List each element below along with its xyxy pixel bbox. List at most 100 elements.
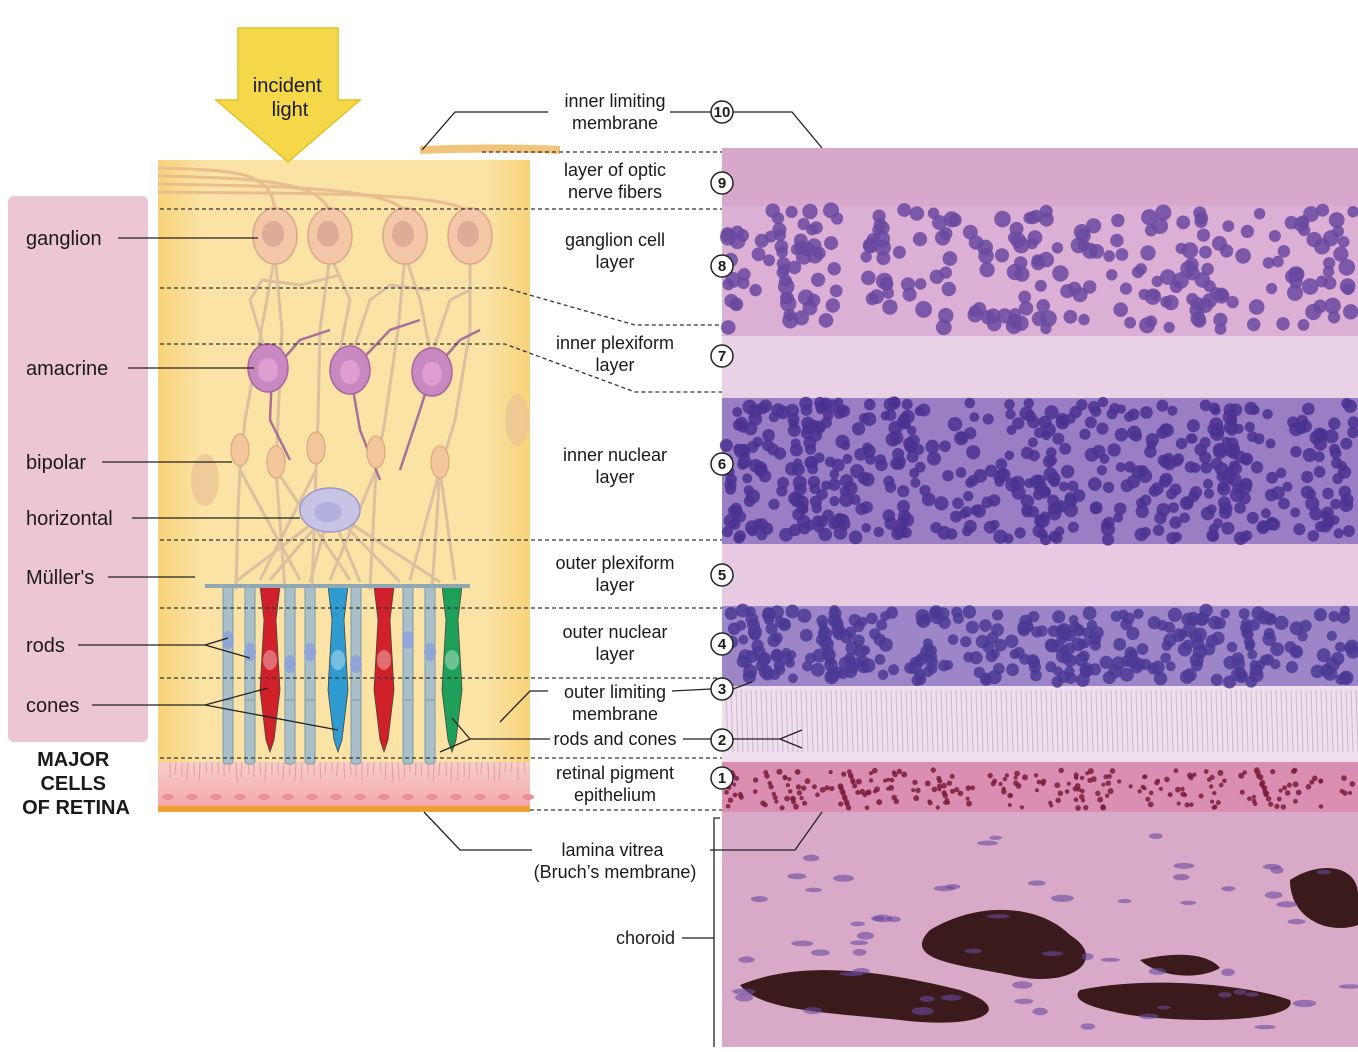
bruchs-line bbox=[158, 806, 530, 812]
inner-nuclear-dot bbox=[828, 519, 838, 529]
layer-number-8: 8 bbox=[718, 258, 726, 275]
rpe-granule bbox=[913, 795, 919, 801]
outer-nuclear-dot bbox=[917, 652, 927, 662]
outer-nuclear-dot bbox=[1300, 620, 1312, 632]
choroid-nucleus bbox=[851, 921, 865, 926]
choroid-nucleus bbox=[833, 875, 854, 882]
layer-name-8: ganglion cell bbox=[565, 230, 665, 250]
inner-nuclear-dot bbox=[1169, 484, 1181, 496]
choroid-nucleus bbox=[1271, 866, 1284, 874]
outer-nuclear-dot bbox=[1089, 663, 1101, 675]
bipolar-cell bbox=[231, 434, 249, 466]
outer-nuclear-dot bbox=[1220, 609, 1230, 619]
rpe-granule bbox=[1268, 802, 1273, 807]
inner-nuclear-dot bbox=[1250, 405, 1260, 415]
inner-nuclear-dot bbox=[1213, 445, 1227, 459]
inner-nuclear-dot bbox=[1276, 468, 1286, 478]
layer-number-3: 3 bbox=[718, 681, 726, 698]
ganglion-nucleus-dot bbox=[1074, 224, 1090, 240]
ganglion-nucleus-dot bbox=[1201, 263, 1214, 276]
layer-number-4: 4 bbox=[718, 636, 727, 653]
inner-nuclear-dot bbox=[1251, 461, 1263, 473]
ganglion-nucleus-dot bbox=[1289, 266, 1305, 282]
inner-nuclear-dot bbox=[1061, 465, 1074, 478]
ganglion-nucleus-dot bbox=[1307, 232, 1322, 247]
rpe-granule bbox=[793, 804, 799, 810]
rpe-granule bbox=[805, 778, 811, 784]
rpe-granule bbox=[915, 788, 920, 793]
ganglion-nucleus-dot bbox=[807, 238, 822, 253]
rpe-granule bbox=[753, 789, 758, 794]
inner-nuclear-dot bbox=[1015, 527, 1026, 538]
inner-nuclear-dot bbox=[910, 478, 920, 488]
rpe-granule bbox=[1148, 802, 1154, 808]
rpe-granule bbox=[859, 789, 865, 795]
inner-nuclear-dot bbox=[1201, 507, 1215, 521]
outer-nuclear-dot bbox=[1137, 643, 1149, 655]
choroid-nucleus bbox=[803, 855, 819, 862]
rpe-granule bbox=[1175, 787, 1181, 793]
outer-nuclear-dot bbox=[1045, 639, 1058, 652]
inner-nuclear-dot bbox=[792, 463, 805, 476]
rpe-granule bbox=[1159, 787, 1163, 791]
outer-nuclear-dot bbox=[778, 618, 791, 631]
rpe-granule bbox=[1210, 800, 1214, 804]
outer-nuclear-dot bbox=[1314, 608, 1327, 621]
inner-nuclear-dot bbox=[1211, 458, 1223, 470]
inner-nuclear-dot bbox=[724, 514, 738, 528]
rpe-granule bbox=[786, 783, 790, 787]
choroid-nucleus bbox=[1288, 919, 1306, 924]
inner-nuclear-dot bbox=[886, 432, 900, 446]
cell-label-rods: rods bbox=[26, 635, 65, 657]
inner-nuclear-dot bbox=[1102, 534, 1114, 546]
layer-name-2: rods and cones bbox=[553, 729, 676, 749]
inner-nuclear-dot bbox=[1021, 504, 1032, 515]
rpe-villus bbox=[344, 762, 345, 778]
inner-nuclear-dot bbox=[907, 451, 919, 463]
ganglion-nucleus-dot bbox=[807, 294, 820, 307]
inner-nuclear-dot bbox=[1070, 406, 1082, 418]
outer-nuclear-dot bbox=[1120, 668, 1134, 682]
inner-nuclear-dot bbox=[875, 454, 886, 465]
ganglion-nucleus-dot bbox=[867, 233, 880, 246]
inner-nuclear-dot bbox=[1127, 475, 1140, 488]
inner-nuclear-dot bbox=[1232, 482, 1244, 494]
rpe-cell bbox=[354, 794, 366, 800]
layer-number-6: 6 bbox=[718, 456, 726, 473]
choroid-nucleus bbox=[1173, 874, 1189, 880]
inner-nuclear-dot bbox=[934, 496, 948, 510]
inner-nuclear-dot bbox=[1038, 486, 1051, 499]
rpe-granule bbox=[1341, 775, 1347, 781]
inner-nuclear-dot bbox=[1147, 440, 1157, 450]
rpe-granule bbox=[1247, 796, 1252, 801]
ganglion-nucleus-dot bbox=[782, 313, 798, 329]
choroid-nucleus bbox=[738, 956, 754, 962]
layer-name-4: outer nuclear bbox=[562, 622, 667, 642]
rpe-granule bbox=[1255, 770, 1261, 776]
ganglion-nucleus-dot bbox=[1343, 304, 1358, 319]
outer-nuclear-dot bbox=[1023, 622, 1033, 632]
ganglion-nucleus-dot bbox=[1060, 284, 1074, 298]
rpe-granule bbox=[1199, 794, 1204, 799]
inner-nuclear-dot bbox=[1227, 447, 1239, 459]
choroid-nucleus bbox=[791, 941, 813, 947]
inner-nuclear-dot bbox=[805, 444, 816, 455]
inner-nuclear-dot bbox=[885, 409, 897, 421]
inner-nuclear-dot bbox=[852, 422, 865, 435]
layer-name-3: outer limiting bbox=[564, 682, 666, 702]
ganglion-nucleus-dot bbox=[1155, 205, 1171, 221]
choroid-nucleus bbox=[945, 884, 960, 889]
rod-nucleus bbox=[284, 655, 296, 673]
inner-nuclear-dot bbox=[811, 503, 822, 514]
ganglion-nucleus-dot bbox=[995, 248, 1009, 262]
outer-nuclear-dot bbox=[1274, 616, 1288, 630]
cell-label-bipolar: bipolar bbox=[26, 452, 86, 474]
inner-nuclear-dot bbox=[1156, 400, 1168, 412]
ganglion-nucleus-dot bbox=[1333, 247, 1348, 262]
nerve-fiber-band bbox=[722, 148, 1358, 206]
inner-nuclear-dot bbox=[965, 478, 975, 488]
ganglion-nucleus-dot bbox=[766, 203, 780, 217]
rpe-granule bbox=[774, 800, 778, 804]
outer-nuclear-dot bbox=[1263, 654, 1275, 666]
layer-number-5: 5 bbox=[718, 567, 726, 584]
